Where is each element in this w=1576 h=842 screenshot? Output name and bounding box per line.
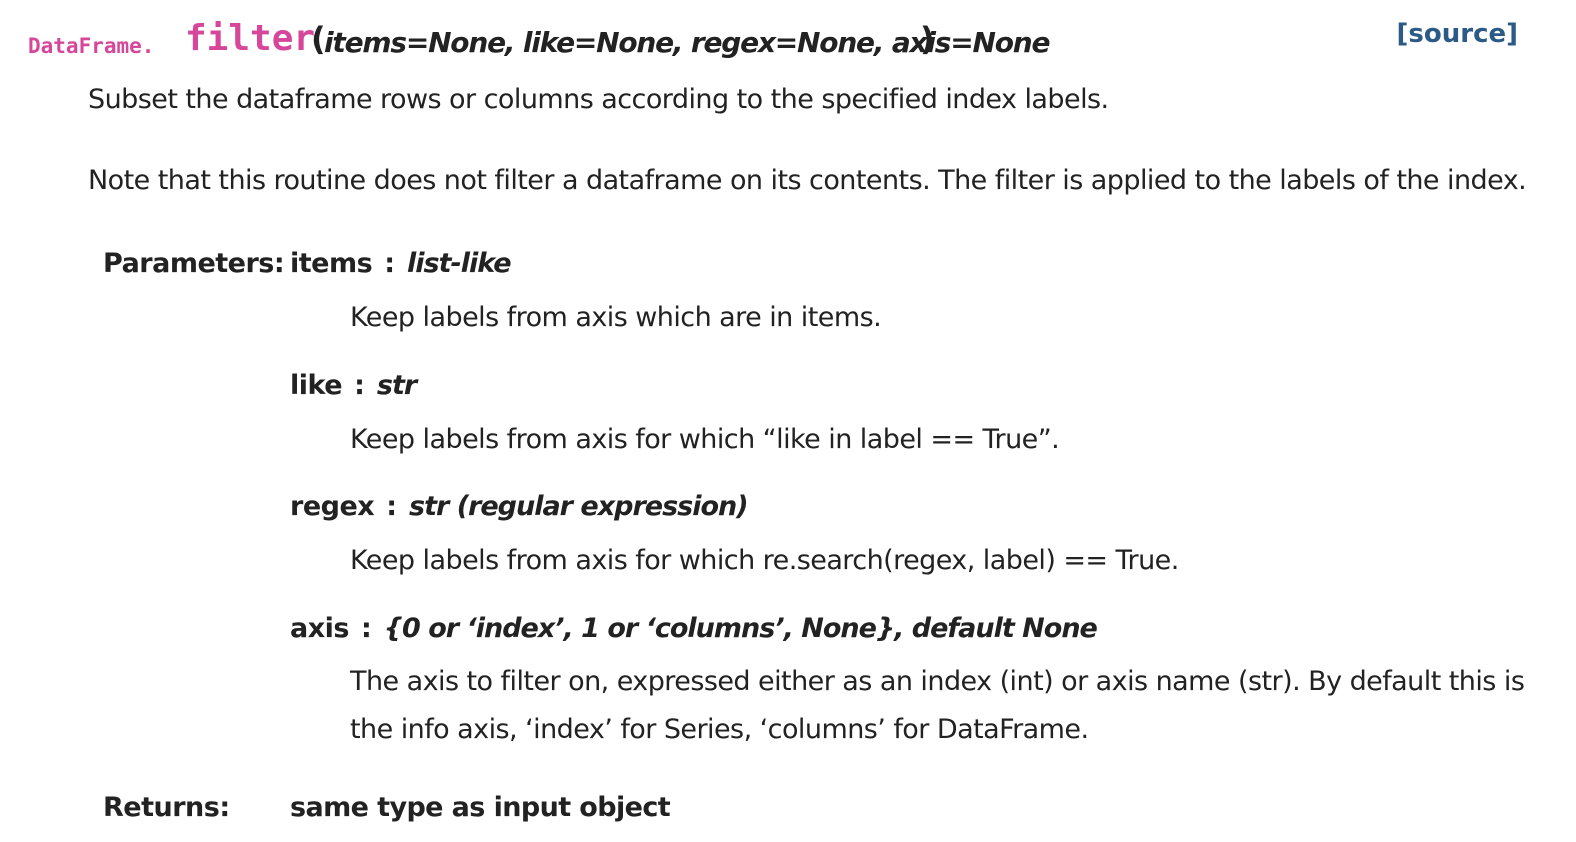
param-regex-header: regex: str (regular expression) xyxy=(290,491,749,522)
signature-class-prefix: DataFrame. xyxy=(28,34,155,58)
param-name: items xyxy=(290,248,373,279)
param-like-description: Keep labels from axis for which “like in… xyxy=(350,424,1060,455)
signature-close-paren: ) xyxy=(920,20,935,58)
param-name: regex xyxy=(290,491,375,522)
param-type: list-like xyxy=(407,248,512,279)
summary-paragraph: Subset the dataframe rows or columns acc… xyxy=(88,84,1109,115)
note-paragraph: Note that this routine does not filter a… xyxy=(88,165,1527,196)
param-axis-description-line-1: The axis to filter on, expressed either … xyxy=(350,666,1525,697)
param-separator: : xyxy=(360,613,372,644)
signature-open-paren: ( xyxy=(311,20,326,58)
param-like-header: like: str xyxy=(290,370,417,401)
parameters-label: Parameters: xyxy=(103,248,285,279)
param-type: str xyxy=(376,370,417,401)
signature-function-name: filter xyxy=(185,18,316,59)
param-name: like xyxy=(290,370,343,401)
param-type: str (regular expression) xyxy=(409,491,749,522)
param-name: axis xyxy=(290,613,349,644)
function-signature: DataFrame. filter ( items=None, like=Non… xyxy=(28,14,1528,70)
returns-type: same type as input object xyxy=(290,792,671,823)
param-separator: : xyxy=(354,370,365,401)
param-regex-description: Keep labels from axis for which re.searc… xyxy=(350,545,1179,576)
returns-label: Returns: xyxy=(103,792,230,823)
param-separator: : xyxy=(384,248,395,279)
param-items-header: items: list-like xyxy=(290,248,512,279)
param-separator: : xyxy=(386,491,397,522)
param-axis-description-line-2: the info axis, ‘index’ for Series, ‘colu… xyxy=(350,714,1089,745)
param-items-description: Keep labels from axis which are in items… xyxy=(350,302,882,333)
param-type: {0 or ‘index’, 1 or ‘columns’, None}, de… xyxy=(383,613,1098,644)
signature-parameters: items=None, like=None, regex=None, axis=… xyxy=(324,26,1051,59)
param-axis-header: axis: {0 or ‘index’, 1 or ‘columns’, None… xyxy=(290,613,1098,644)
source-link[interactable]: [source] xyxy=(1396,19,1518,49)
